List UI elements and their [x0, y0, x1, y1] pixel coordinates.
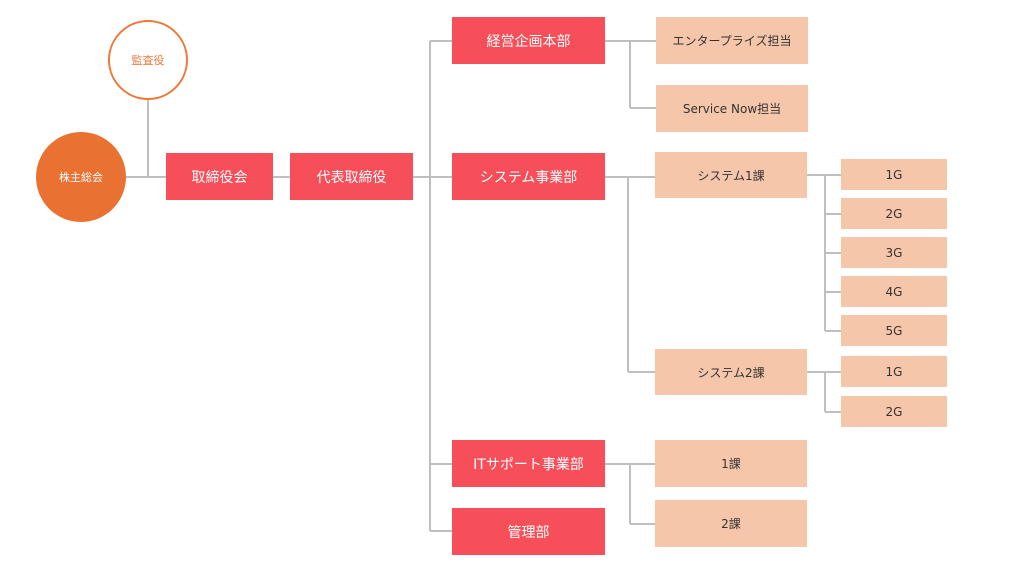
board-node: 取締役会 [166, 153, 273, 200]
section1-group-1g: 1G [841, 159, 947, 190]
division-it-support: ITサポート事業部 [452, 440, 605, 487]
system-section-2: システム2課 [655, 349, 807, 395]
division-admin: 管理部 [452, 508, 605, 555]
it-support-unit-1: 1課 [655, 440, 807, 487]
planning-unit-servicenow: Service Now担当 [656, 85, 808, 132]
shareholders-node: 株主総会 [36, 132, 126, 222]
planning-unit-enterprise: エンタープライズ担当 [656, 17, 808, 64]
section1-group-5g: 5G [841, 315, 947, 346]
section2-group-1g: 1G [841, 356, 947, 387]
system-section-1: システム1課 [655, 152, 807, 198]
division-system: システム事業部 [452, 153, 605, 200]
ceo-node: 代表取締役 [290, 153, 413, 200]
section1-group-3g: 3G [841, 237, 947, 268]
auditor-node: 監査役 [108, 20, 188, 100]
section1-group-4g: 4G [841, 276, 947, 307]
section1-group-2g: 2G [841, 198, 947, 229]
division-planning: 経営企画本部 [452, 17, 605, 64]
section2-group-2g: 2G [841, 396, 947, 427]
it-support-unit-2: 2課 [655, 500, 807, 547]
